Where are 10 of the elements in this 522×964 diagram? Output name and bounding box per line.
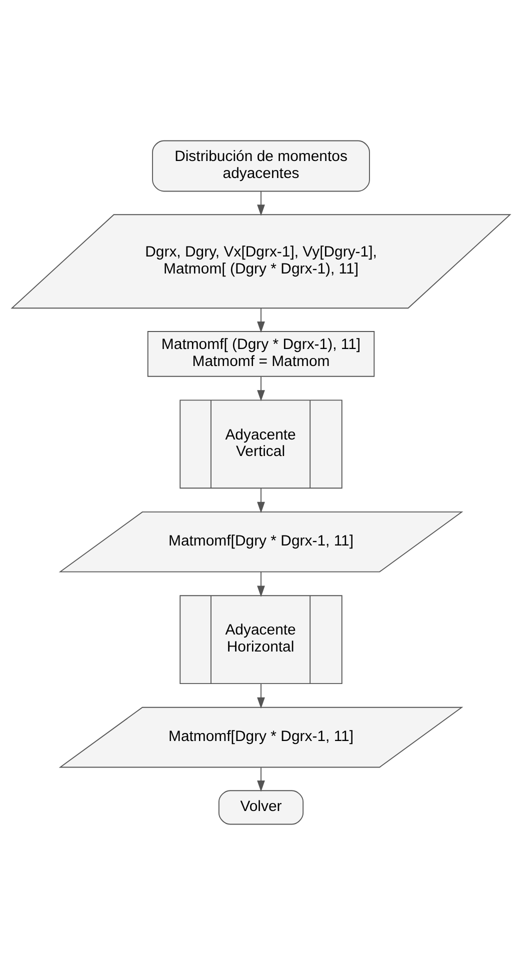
node-box: Distribución de momentos adyacentes [152, 140, 370, 192]
node-box: Matmomf[ (Dgry * Dgrx-1), 11] Matmomf = Matmom [147, 330, 375, 376]
arrow [257, 307, 265, 332]
arrow [257, 487, 265, 513]
arrow [257, 570, 265, 597]
arrow [257, 766, 265, 792]
arrow [257, 682, 265, 708]
arrow [257, 376, 265, 401]
arrow [257, 190, 265, 216]
node-box: Volver [218, 790, 304, 824]
